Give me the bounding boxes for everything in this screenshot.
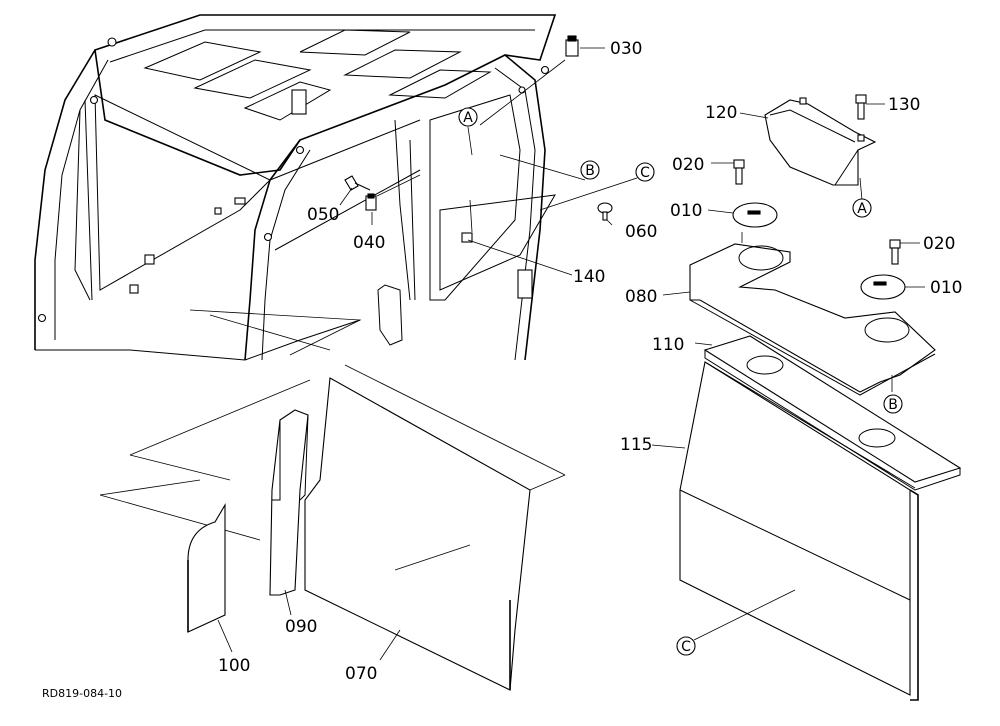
label-090: 090 bbox=[285, 617, 317, 637]
label-140: 140 bbox=[573, 267, 605, 287]
letter-circle-a1 bbox=[458, 107, 478, 127]
label-010-b: 010 bbox=[930, 278, 962, 298]
label-120: 120 bbox=[705, 103, 737, 123]
letter-circle-b2 bbox=[883, 394, 903, 414]
label-040: 040 bbox=[353, 233, 385, 253]
letter-circle-c2 bbox=[676, 636, 696, 656]
part-040-bracket bbox=[365, 193, 377, 211]
part-100-panel bbox=[187, 502, 226, 633]
part-090-strip bbox=[269, 409, 309, 596]
part-030-clip bbox=[565, 35, 579, 57]
part-110-plate bbox=[703, 335, 962, 491]
letter-circle-c1 bbox=[635, 162, 655, 182]
label-110: 110 bbox=[652, 335, 684, 355]
leader-lines bbox=[217, 47, 925, 661]
cab-frame bbox=[34, 14, 557, 361]
label-115: 115 bbox=[620, 435, 652, 455]
letter-c1: C bbox=[640, 165, 650, 181]
letter-a1: A bbox=[463, 110, 473, 126]
part-115-panel bbox=[679, 361, 919, 701]
part-020-screw-b bbox=[889, 239, 901, 265]
letter-circle-b1 bbox=[580, 160, 600, 180]
part-labels: 030 120 130 020 010 020 010 050 040 060 … bbox=[218, 39, 962, 684]
part-140-nut bbox=[461, 232, 473, 243]
letter-circle-a2 bbox=[852, 198, 872, 218]
label-020-b: 020 bbox=[923, 234, 955, 254]
part-010-washer-b bbox=[860, 274, 906, 300]
label-050: 050 bbox=[307, 205, 339, 225]
label-060: 060 bbox=[625, 222, 657, 242]
part-020-screw-a bbox=[733, 159, 745, 185]
letter-c2: C bbox=[681, 639, 691, 655]
letter-b2: B bbox=[888, 397, 898, 413]
label-080: 080 bbox=[625, 287, 657, 307]
letter-b1: B bbox=[585, 163, 595, 179]
part-130-screw bbox=[855, 94, 867, 120]
label-100: 100 bbox=[218, 656, 250, 676]
part-060-pin bbox=[597, 202, 613, 221]
part-120-cover bbox=[764, 97, 877, 186]
part-050-bolt bbox=[344, 175, 371, 191]
part-080-sheet bbox=[689, 243, 936, 396]
label-020-a: 020 bbox=[672, 155, 704, 175]
part-010-washer-a bbox=[732, 202, 778, 228]
label-030: 030 bbox=[610, 39, 642, 59]
part-070-panel bbox=[304, 377, 531, 691]
label-010-a: 010 bbox=[670, 201, 702, 221]
reference-code: RD819-084-10 bbox=[42, 687, 122, 700]
reference-letters: A B C A B C bbox=[458, 107, 903, 656]
letter-a2: A bbox=[857, 201, 867, 217]
label-070: 070 bbox=[345, 664, 377, 684]
ref-code-text: RD819-084-10 bbox=[42, 687, 122, 700]
label-130: 130 bbox=[888, 95, 920, 115]
